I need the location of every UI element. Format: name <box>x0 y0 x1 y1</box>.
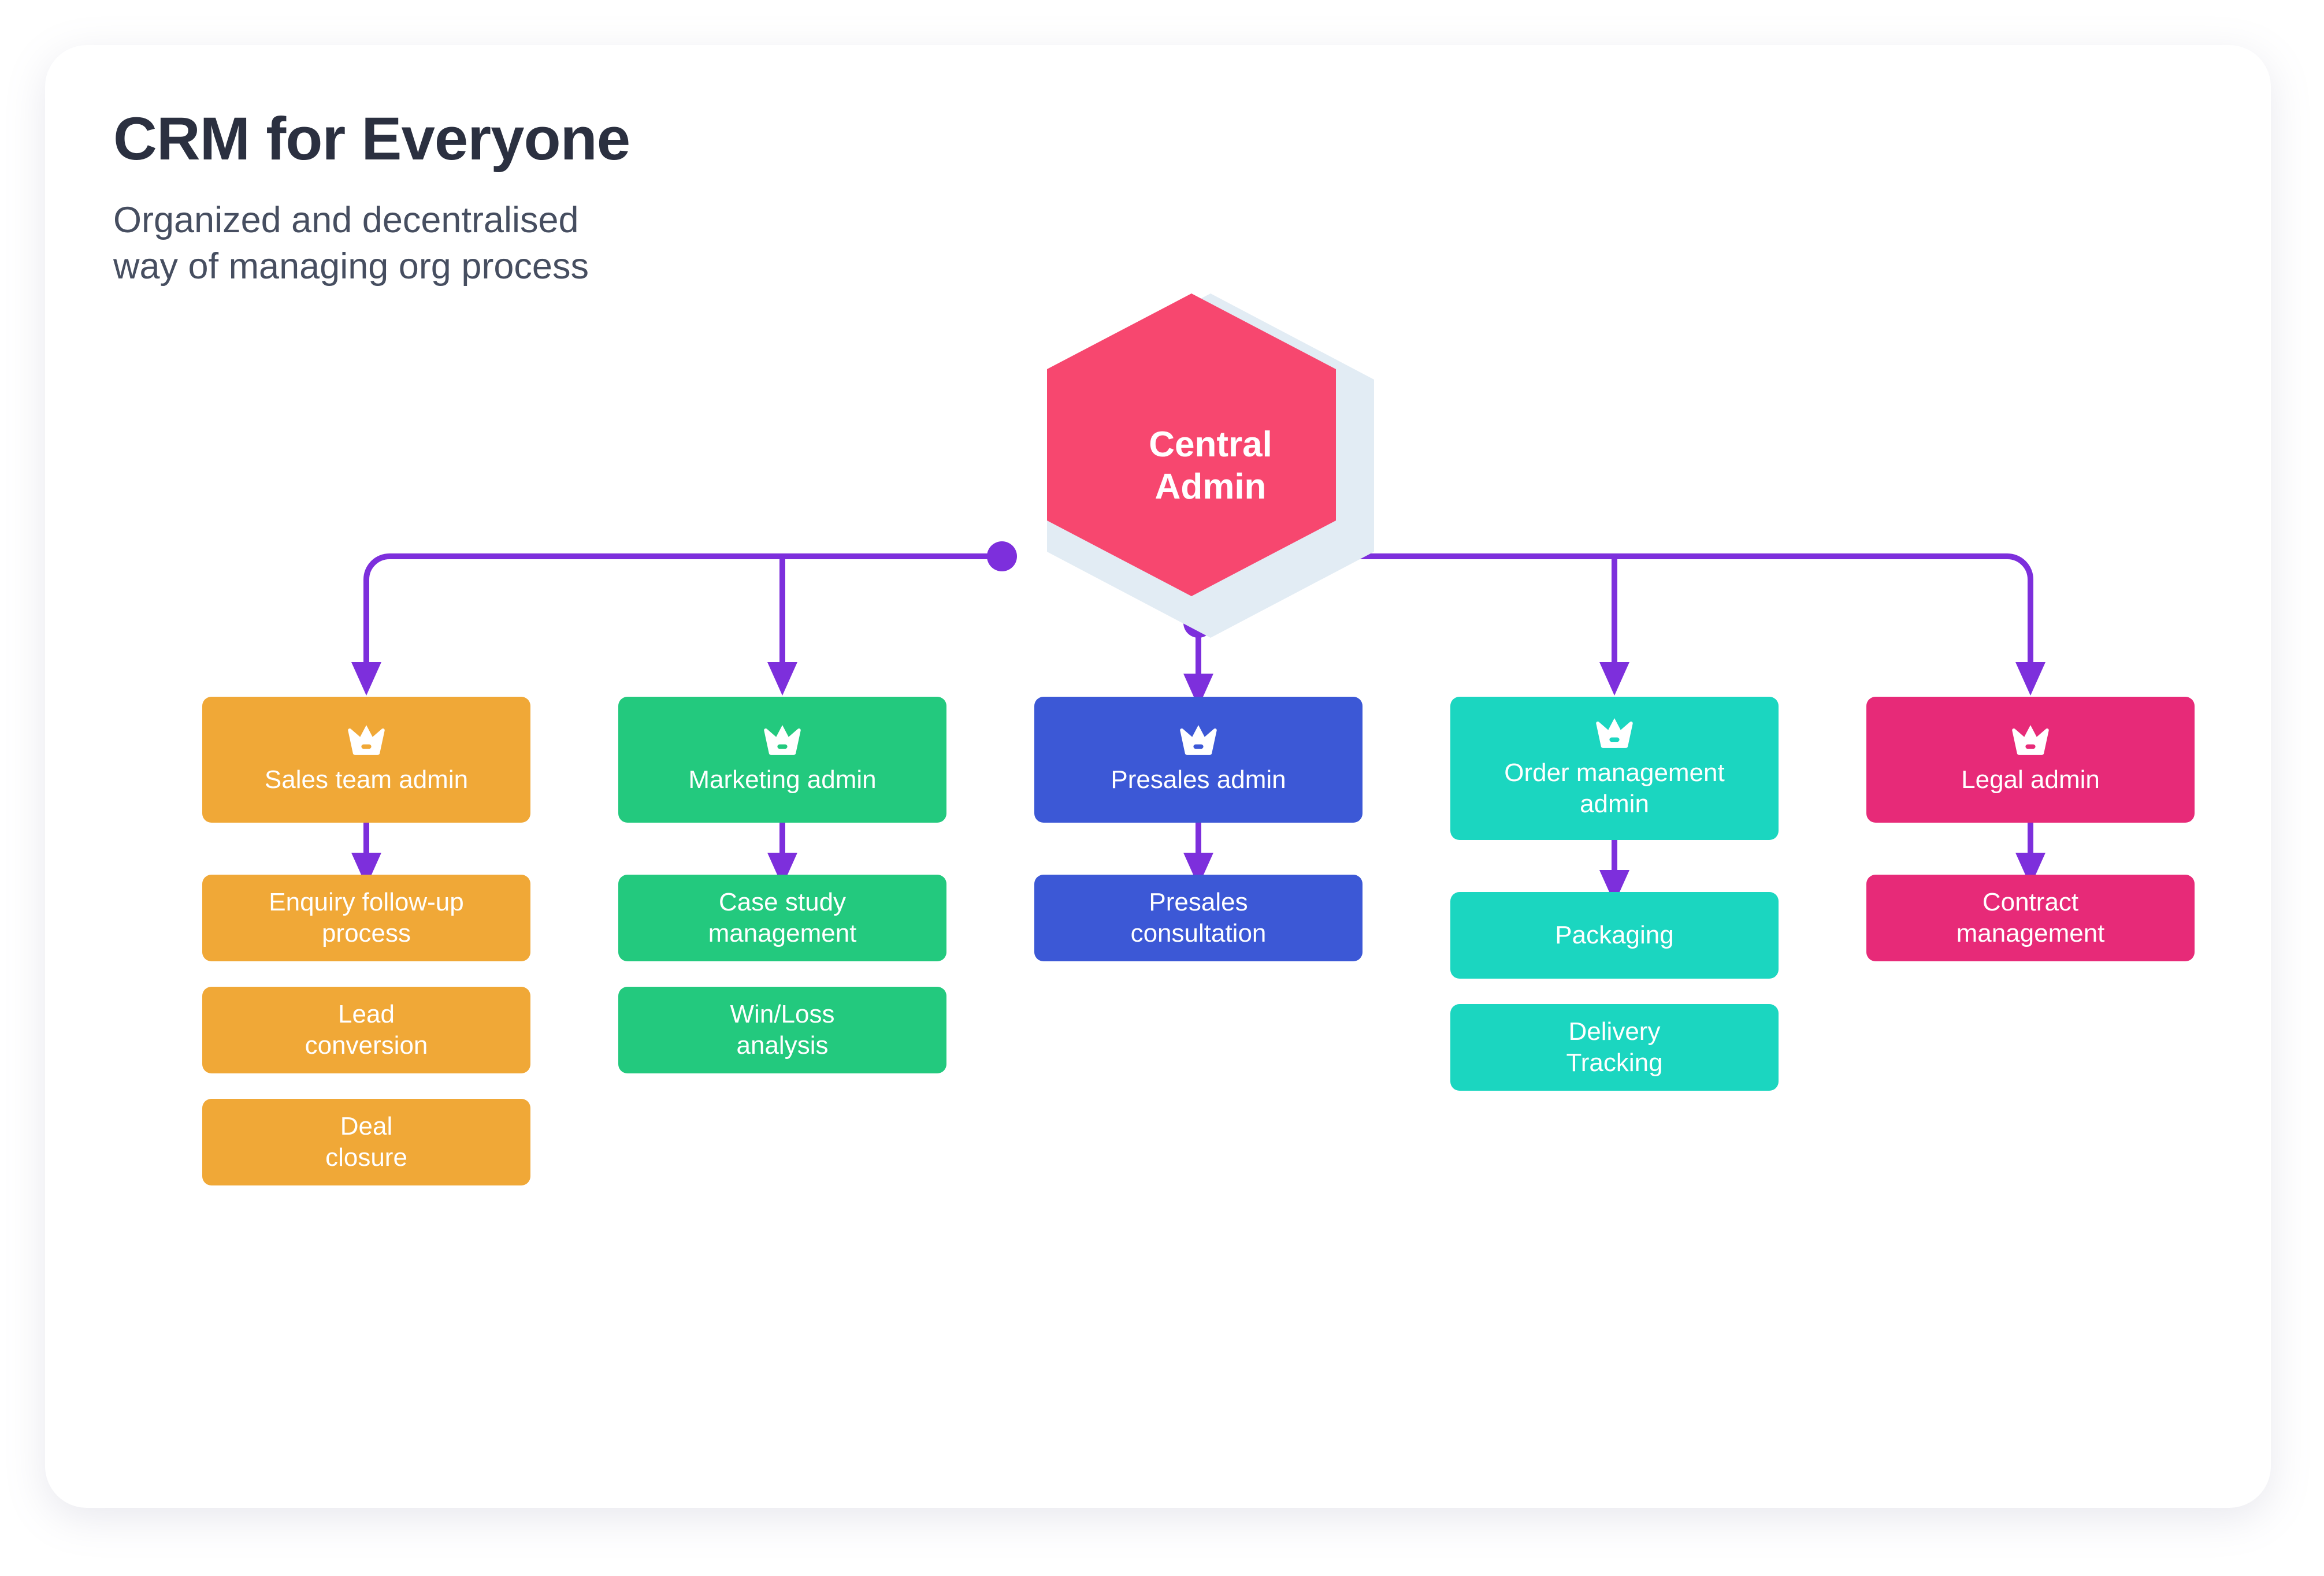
task-node-label: Win/Loss analysis <box>730 1000 835 1060</box>
page-title: CRM for Everyone <box>113 105 630 173</box>
connector-gap-arrow <box>618 823 946 875</box>
task-node[interactable]: Delivery Tracking <box>1450 1004 1779 1091</box>
crown-icon <box>1596 718 1633 749</box>
connector-arrow-sales <box>351 662 381 696</box>
connector-right-bus <box>1329 553 2033 662</box>
connector-dot-left <box>987 541 1017 571</box>
crown-icon <box>764 725 801 756</box>
task-node-label: Packaging <box>1555 921 1674 950</box>
connector-left-bus <box>363 553 1002 662</box>
task-node-label: Lead conversion <box>305 1000 428 1060</box>
page-subtitle: Organized and decentralised way of manag… <box>113 199 589 287</box>
admin-node-order-management[interactable]: Order management admin <box>1450 697 1779 840</box>
connector-gap-arrow <box>202 823 530 875</box>
admin-node-sales[interactable]: Sales team admin <box>202 697 530 823</box>
heading-block: CRM for Everyone Organized and decentral… <box>113 106 630 290</box>
crown-icon <box>1180 725 1217 756</box>
connector-gap <box>618 961 946 987</box>
task-node[interactable]: Presales consultation <box>1034 875 1363 961</box>
admin-node-legal[interactable]: Legal admin <box>1866 697 2195 823</box>
task-node[interactable]: Enquiry follow-up process <box>202 875 530 961</box>
org-chart-stage: CRM for Everyone Organized and decentral… <box>45 45 2271 1508</box>
connector-gap-arrow <box>1034 823 1363 875</box>
task-node-label: Presales consultation <box>1130 888 1267 947</box>
admin-node-label: Marketing admin <box>688 765 877 794</box>
connector-gap-arrow <box>1866 823 2195 875</box>
connector-gap <box>1450 979 1779 1004</box>
connector-arrow-marketing <box>767 662 797 696</box>
task-node-label: Delivery Tracking <box>1566 1017 1663 1077</box>
connector-arrow-order <box>1599 662 1629 696</box>
admin-node-label: Order management admin <box>1504 759 1725 818</box>
crown-icon <box>2012 725 2049 756</box>
admin-node-marketing[interactable]: Marketing admin <box>618 697 946 823</box>
task-node[interactable]: Contract management <box>1866 875 2195 961</box>
task-node[interactable]: Lead conversion <box>202 987 530 1073</box>
task-node-label: Contract management <box>1956 888 2105 947</box>
admin-node-label: Sales team admin <box>264 765 469 794</box>
task-node-label: Enquiry follow-up process <box>269 888 464 947</box>
connector-gap <box>202 1073 530 1099</box>
admin-node-label: Presales admin <box>1111 765 1286 794</box>
task-node-label: Case study management <box>708 888 857 947</box>
connector-gap <box>202 961 530 987</box>
central-admin-node[interactable]: Central Admin <box>1047 293 1374 638</box>
admin-node-label: Legal admin <box>1961 765 2100 794</box>
admin-node-presales[interactable]: Presales admin <box>1034 697 1363 823</box>
task-node[interactable]: Deal closure <box>202 1099 530 1185</box>
diagram-card: CRM for Everyone Organized and decentral… <box>45 45 2271 1508</box>
task-node[interactable]: Packaging <box>1450 892 1779 979</box>
central-admin-label: Central Admin <box>1149 424 1272 507</box>
connector-gap-arrow <box>1450 840 1779 892</box>
task-node[interactable]: Win/Loss analysis <box>618 987 946 1073</box>
connector-arrow-legal <box>2015 662 2045 696</box>
task-node[interactable]: Case study management <box>618 875 946 961</box>
task-node-label: Deal closure <box>325 1112 407 1172</box>
crown-icon <box>348 725 385 756</box>
